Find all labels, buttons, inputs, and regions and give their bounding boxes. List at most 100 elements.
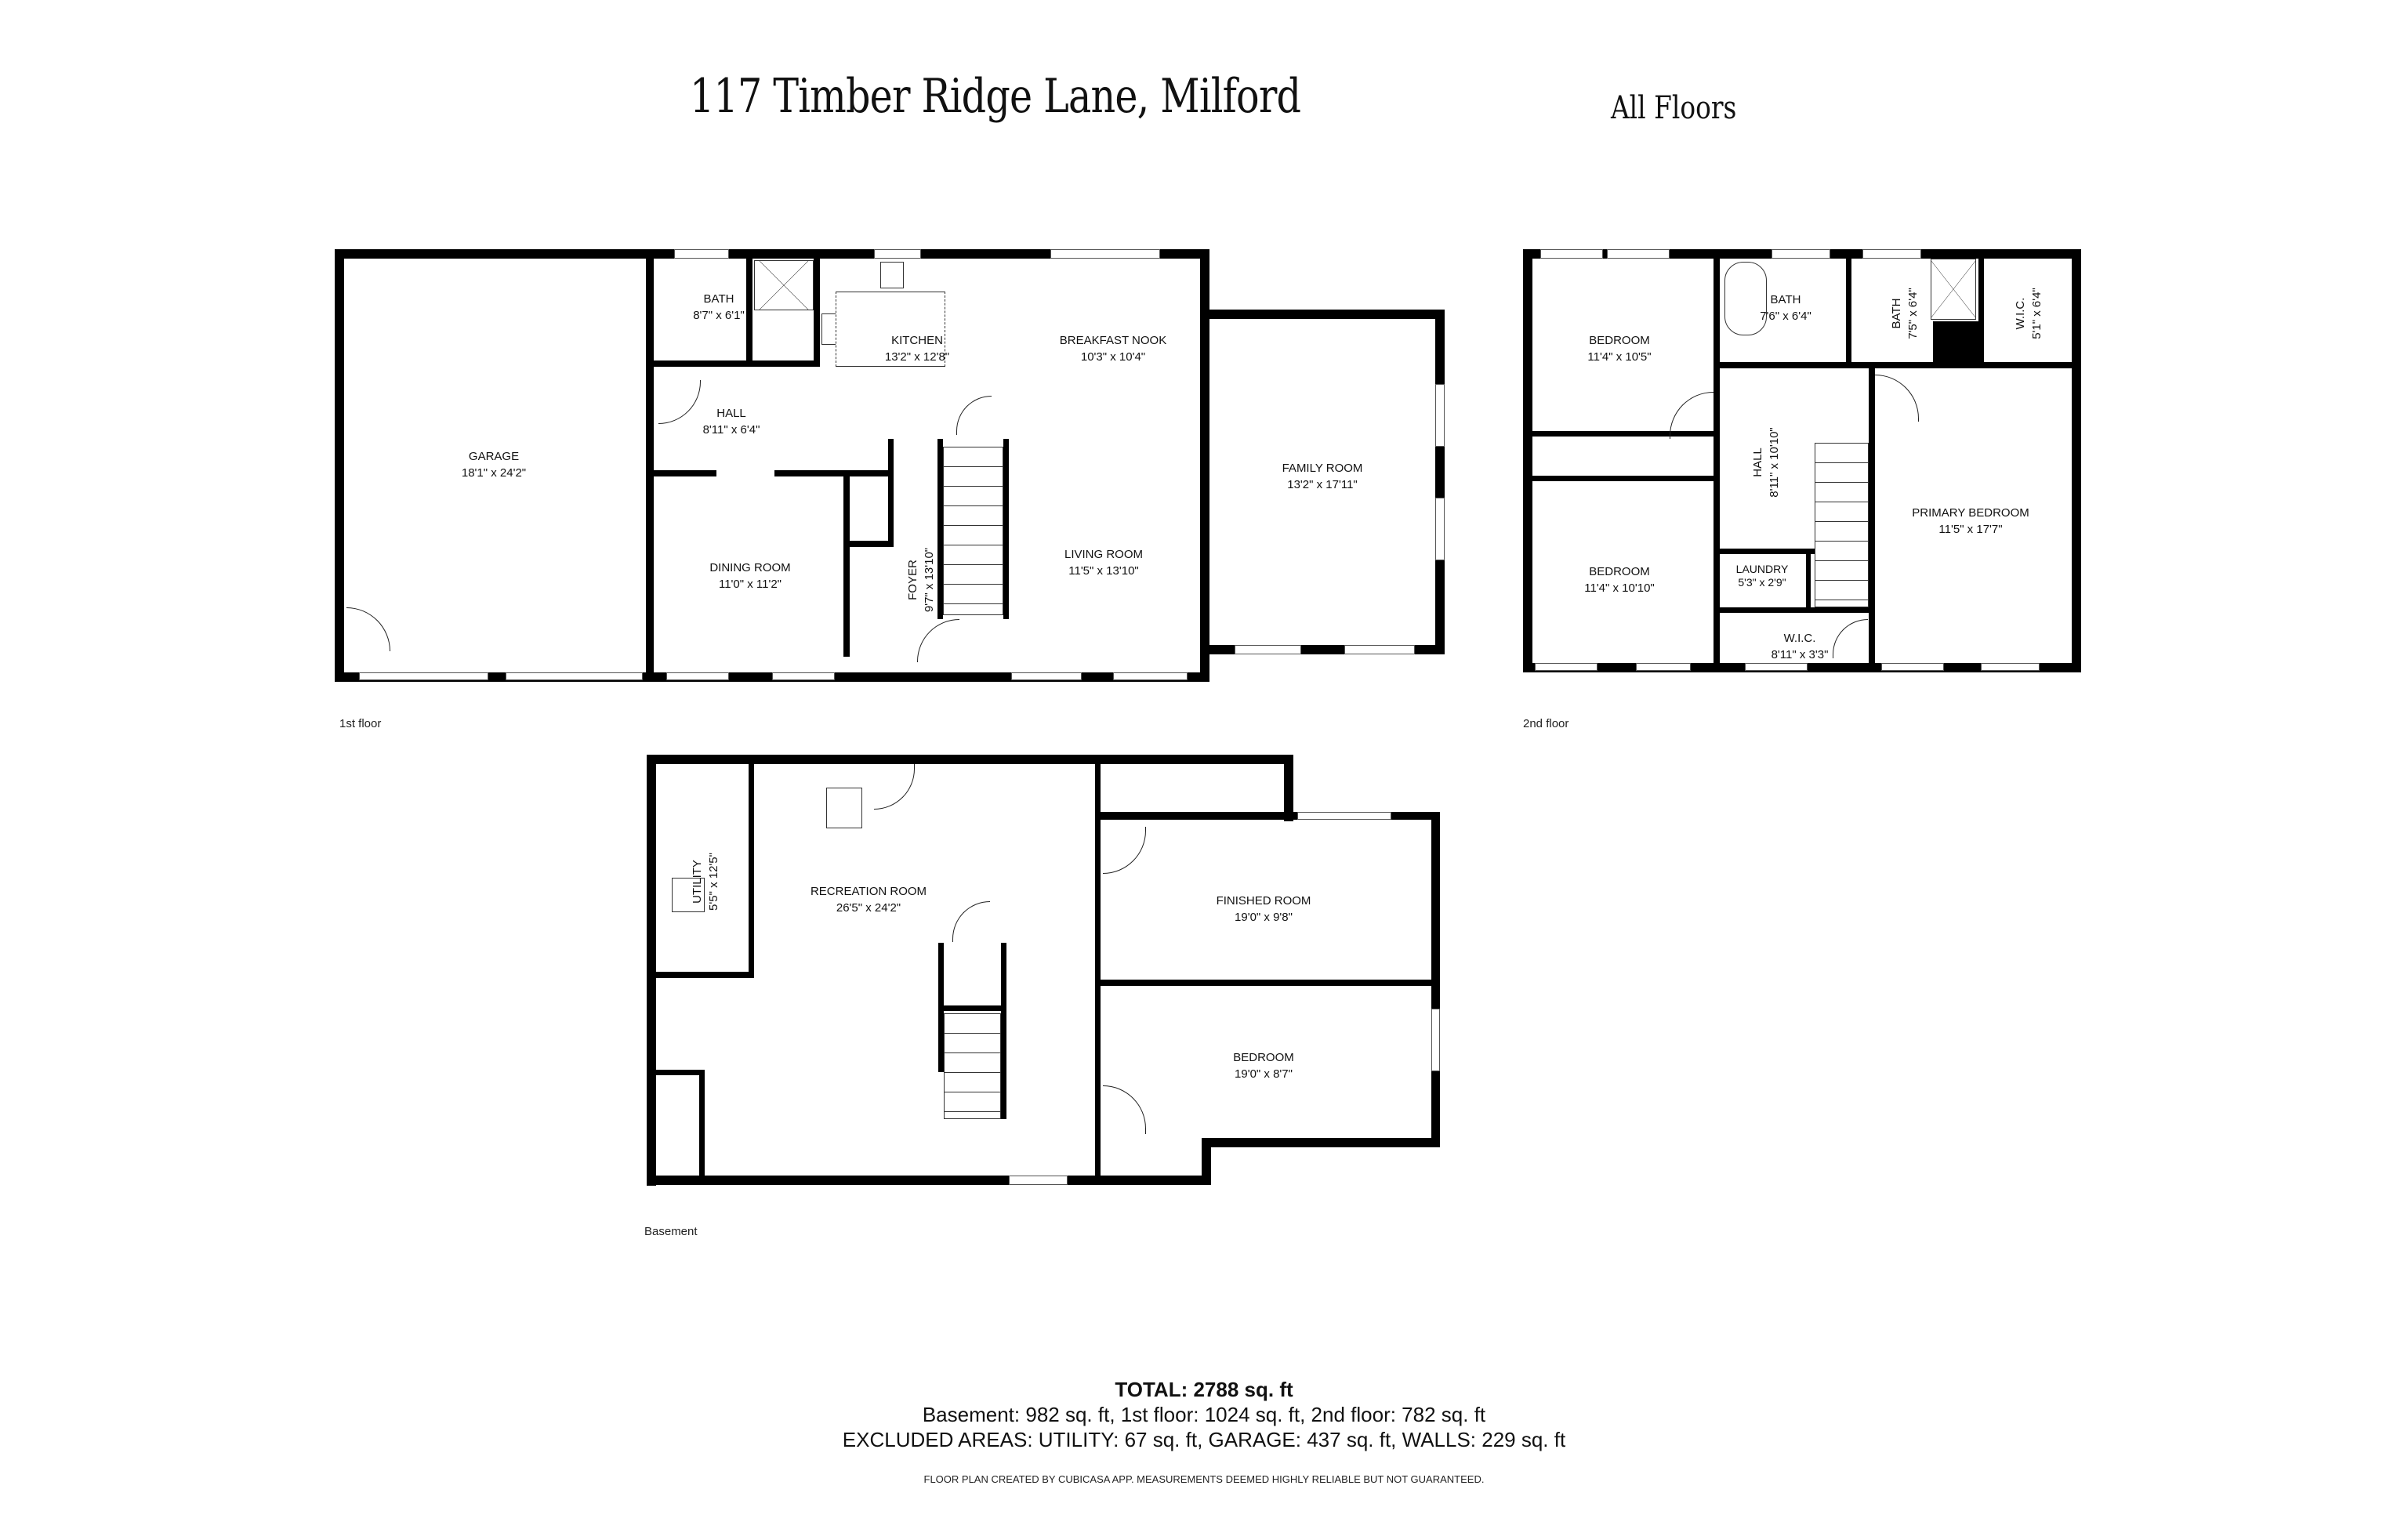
bathtub [1724, 262, 1767, 335]
room-name: BATH [1890, 298, 1903, 329]
wall [1720, 362, 2072, 368]
room-bath-1: BATH 7'6" x 6'4" [1760, 292, 1811, 324]
room-finished: FINISHED ROOM 19'0" x 9'8" [1217, 893, 1311, 926]
wall [654, 360, 820, 367]
wall [1523, 476, 1720, 481]
second-floor-stairs [1815, 443, 1869, 607]
wall [1202, 1138, 1440, 1147]
wall [749, 764, 754, 978]
room-name: GARAGE [468, 450, 520, 463]
window [666, 672, 729, 680]
wall [843, 476, 850, 657]
window [1435, 498, 1445, 560]
window [506, 672, 643, 680]
wall [1720, 549, 1822, 554]
window [1431, 1009, 1440, 1071]
wall [1806, 549, 1811, 613]
room-dims: 19'0" x 9'8" [1235, 911, 1293, 924]
room-basement-bedroom: BEDROOM 19'0" x 8'7" [1233, 1049, 1294, 1082]
room-dims: 5'1" x 6'4" [2030, 288, 2044, 339]
room-wic-2: W.I.C. 8'11" x 3'3" [1772, 630, 1829, 663]
room-dims: 11'5" x 17'7" [1938, 523, 2003, 536]
window [674, 249, 729, 259]
wall [843, 541, 894, 547]
room-family: FAMILY ROOM 13'2" x 17'11" [1282, 460, 1363, 493]
wall [888, 439, 894, 547]
window [1435, 384, 1445, 447]
door [1103, 1085, 1146, 1134]
door [956, 396, 992, 435]
wall [938, 1005, 1006, 1011]
window [1772, 249, 1830, 259]
room-dims: 7'6" x 6'4" [1760, 310, 1811, 323]
room-utility: UTILITY 5'5" x 12'5" [689, 853, 722, 911]
room-wic-1: W.I.C. 5'1" x 6'4" [2012, 288, 2045, 339]
excluded-areas: EXCLUDED AREAS: UTILITY: 67 sq. ft, GARA… [842, 1428, 1566, 1451]
room-name: HALL [716, 407, 746, 420]
door [1875, 375, 1919, 422]
wall [335, 249, 1209, 259]
room-living: LIVING ROOM 11'5" x 13'10" [1064, 546, 1143, 579]
room-bedroom-2: BEDROOM 11'4" x 10'10" [1584, 563, 1655, 596]
window [1344, 645, 1415, 654]
wall [1200, 310, 1445, 319]
wall [2072, 249, 2081, 672]
room-name: BEDROOM [1589, 334, 1650, 347]
room-dims: 13'2" x 17'11" [1287, 478, 1358, 491]
room-bath-2: BATH 7'5" x 6'4" [1888, 288, 1921, 339]
window [1862, 249, 1921, 259]
room-bath: BATH 8'7" x 6'1" [693, 291, 745, 324]
door [952, 901, 990, 942]
room-kitchen: KITCHEN 13'2" x 12'8" [885, 332, 949, 365]
room-dims: 8'11" x 3'3" [1771, 648, 1829, 661]
basement-label: Basement [644, 1225, 698, 1238]
wall [1003, 439, 1009, 619]
wall [654, 470, 716, 476]
room-dims: 9'7" x 13'10" [923, 547, 936, 613]
basement-stairs [944, 1013, 1001, 1119]
room-dims: 11'4" x 10'10" [1584, 581, 1655, 595]
wall [656, 972, 754, 978]
room-breakfast-nook: BREAKFAST NOOK 10'3" x 10'4" [1060, 332, 1166, 365]
room-name: FOYER [906, 560, 919, 600]
wall [774, 470, 892, 476]
wall [1978, 249, 1984, 368]
plan-subtitle: All Floors [1611, 90, 1737, 126]
room-name: W.I.C. [2014, 297, 2027, 330]
wall [814, 249, 820, 367]
wall [1720, 607, 1875, 613]
wall [1933, 321, 1978, 368]
room-dims: 5'5" x 12'5" [707, 853, 720, 911]
window [1607, 249, 1670, 259]
room-primary-bedroom: PRIMARY BEDROOM 11'5" x 17'7" [1912, 505, 2029, 538]
wall [647, 755, 1293, 764]
room-name: HALL [1751, 447, 1764, 477]
plan-title: 117 Timber Ridge Lane, Milford [690, 69, 1301, 124]
room-hall-2: HALL 8'11" x 10'10" [1750, 427, 1782, 498]
window [1011, 672, 1082, 680]
first-floor-label: 1st floor [339, 717, 382, 730]
room-laundry: LAUNDRY 5'3" x 2'9" [1736, 563, 1789, 589]
window [1535, 663, 1597, 671]
wall [1431, 812, 1440, 1147]
window [1881, 663, 1944, 671]
room-name: BREAKFAST NOOK [1059, 334, 1167, 347]
room-dims: 11'4" x 10'5" [1587, 350, 1652, 364]
window [1050, 249, 1160, 259]
wall [646, 249, 654, 682]
window [1540, 249, 1603, 259]
door [1670, 392, 1714, 439]
window [359, 672, 488, 680]
room-name: UTILITY [691, 860, 704, 904]
wall [1001, 943, 1006, 1119]
room-recreation: RECREATION ROOM 26'5" x 24'2" [811, 883, 927, 916]
wall [1101, 980, 1434, 986]
wall [1202, 1138, 1211, 1185]
door [1833, 619, 1868, 658]
door [874, 764, 915, 810]
area-by-floor: Basement: 982 sq. ft, 1st floor: 1024 sq… [922, 1403, 1486, 1426]
door [346, 607, 390, 651]
room-name: BATH [1770, 293, 1801, 306]
credit-note: FLOOR PLAN CREATED BY CUBICASA APP. MEAS… [923, 1473, 1485, 1485]
room-dims: 19'0" x 8'7" [1235, 1067, 1293, 1081]
